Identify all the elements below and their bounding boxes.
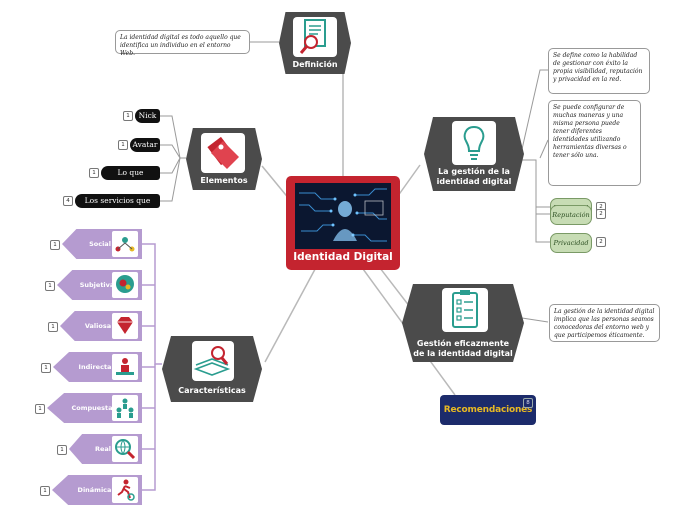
nick-count-badge[interactable]: 1	[123, 111, 133, 121]
person-desk-icon	[112, 354, 138, 380]
real-label: Real	[94, 445, 112, 453]
element-item-servicios[interactable]: Los servicios que haces	[75, 194, 160, 219]
checklist-icon	[442, 288, 488, 332]
gestion-eficaz-note: La gestión de la identidad digital impli…	[549, 304, 660, 342]
valiosa-count-badge[interactable]: 1	[48, 322, 58, 332]
social-count-badge[interactable]: 1	[50, 240, 60, 250]
social-network-icon	[112, 231, 138, 257]
servicios-count-badge[interactable]: 4	[63, 196, 73, 206]
globe-search-icon	[112, 436, 138, 462]
social-label: Social	[89, 240, 111, 248]
dinamica-label: Dinámica	[77, 486, 112, 494]
people-group-icon	[112, 395, 138, 421]
gestion-eficaz-label: Gestión eficazmente de la identidad digi…	[413, 339, 513, 358]
element-item-nick[interactable]: Nick	[135, 109, 160, 123]
lightbulb-icon	[452, 121, 496, 165]
element-item-avatar[interactable]: Avatar	[130, 138, 160, 152]
gestion-label: La gestión de la identidad digital	[436, 167, 512, 186]
subjetiva-label: Subjetiva	[79, 281, 115, 289]
gestion-note-2: Se puede configurar de muchas maneras y …	[548, 100, 641, 186]
book-search-icon	[192, 341, 234, 381]
pill-privacidad[interactable]: Privacidad	[550, 233, 592, 253]
definicion-label: Definición	[292, 60, 338, 69]
subjetiva-count-badge[interactable]: 1	[45, 281, 55, 291]
element-item-lo-que-publicas[interactable]: Lo que publicas	[101, 166, 160, 191]
privacidad-count-badge[interactable]: 2	[596, 237, 606, 247]
valiosa-label: Valiosa	[84, 322, 112, 330]
compuesta-count-badge[interactable]: 1	[35, 404, 45, 414]
indirecta-count-badge[interactable]: 1	[41, 363, 51, 373]
central-image	[295, 183, 391, 249]
running-person-icon	[112, 477, 138, 503]
reputacion-count-badge[interactable]: 2	[596, 209, 606, 219]
avatar-count-badge[interactable]: 1	[118, 140, 128, 150]
gestion-note-1: Se define como la habilidad de gestionar…	[548, 48, 650, 94]
dinamica-count-badge[interactable]: 1	[40, 486, 50, 496]
caracteristicas-label: Características	[178, 386, 246, 395]
tag-icon	[201, 133, 245, 173]
document-search-icon	[293, 17, 337, 57]
lo-que-publicas-count-badge[interactable]: 1	[89, 168, 99, 178]
indirecta-label: Indirecta	[78, 363, 112, 371]
diamond-icon	[112, 313, 138, 339]
elementos-label: Elementos	[200, 176, 248, 185]
head-gears-icon	[112, 272, 138, 298]
central-title: Identidad Digital	[293, 251, 393, 263]
pill-reputacion[interactable]: Reputación	[550, 205, 592, 225]
compuesta-label: Compuesta	[71, 404, 113, 412]
real-count-badge[interactable]: 1	[57, 445, 67, 455]
definicion-note: La identidad digital es todo aquello que…	[115, 30, 250, 57]
recomendaciones-label: Recomendaciones	[443, 405, 533, 415]
recomendaciones-node[interactable]: Recomendaciones 8	[440, 395, 536, 425]
recomendaciones-count-badge[interactable]: 8	[523, 398, 533, 408]
central-node[interactable]: Identidad Digital	[286, 176, 400, 270]
